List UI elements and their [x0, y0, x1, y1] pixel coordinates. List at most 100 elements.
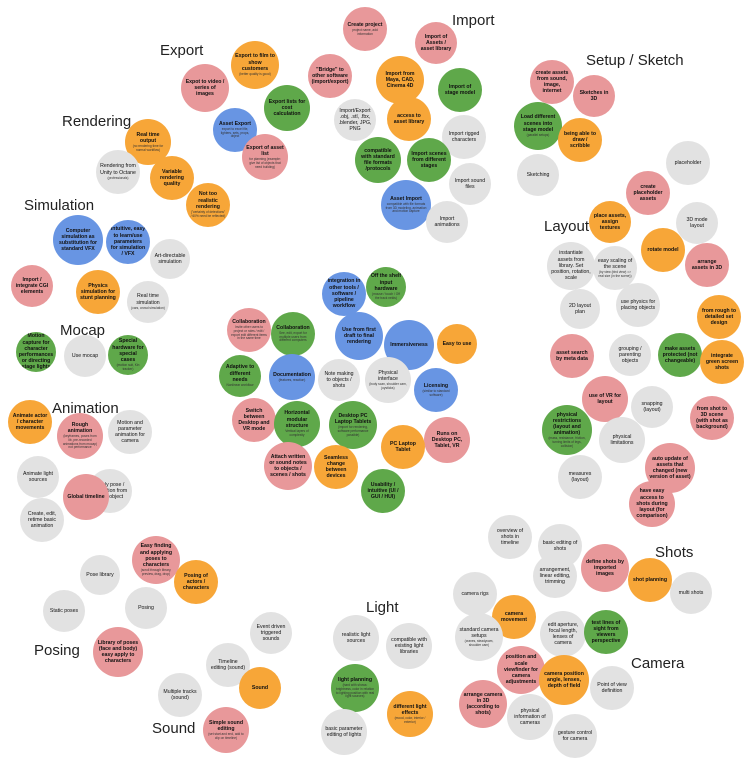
bubble-center-1[interactable]: Off the shelf input hardware(mouse / tou…: [366, 267, 406, 307]
bubble-layout-10[interactable]: from rough to detailed set design: [697, 295, 741, 339]
bubble-import-12[interactable]: Import animations: [426, 201, 468, 243]
bubble-layout-19[interactable]: physical limitations: [599, 417, 645, 463]
bubble-camera-10[interactable]: gesture control for camera: [553, 714, 597, 758]
bubble-sound-2[interactable]: Sound: [239, 667, 281, 709]
bubble-simulation-1[interactable]: Intuitive, easy to learn/use parameters …: [106, 220, 150, 264]
bubble-shots-2[interactable]: arrangement, linear editing, trimming: [533, 554, 577, 598]
bubble-posing-2[interactable]: Posing of actors / characters: [174, 560, 218, 604]
bubble-shots-0[interactable]: overview of shots in timeline: [488, 515, 532, 559]
bubble-export-0[interactable]: Export to film to show customers(better …: [231, 41, 279, 89]
bubble-import-5[interactable]: Import/Export .obj, .stl, .fbx, .blender…: [334, 99, 376, 141]
bubble-camera-0[interactable]: camera rigs: [453, 572, 497, 616]
bubble-mocap-2[interactable]: Special hardware for special cases(motio…: [108, 335, 148, 375]
bubble-light-3[interactable]: basic parameter editing of lights: [321, 709, 367, 755]
bubble-center-17[interactable]: Seamless change between devices: [314, 445, 358, 489]
bubble-import-10[interactable]: Import sound files: [449, 163, 491, 205]
bubble-camera-7[interactable]: Point of view definition: [590, 666, 634, 710]
bubble-sound-4[interactable]: Simple sound editing(set start and end, …: [203, 707, 249, 753]
bubble-animation-0[interactable]: Animate actor / character movements: [8, 400, 52, 444]
bubble-camera-3[interactable]: test lines of sight from viewers perspec…: [584, 610, 628, 654]
bubble-layout-4[interactable]: instantiate assets from library. Set pos…: [547, 242, 595, 290]
bubble-layout-5[interactable]: easy scaling of the scene(by view (bird …: [593, 246, 637, 290]
bubble-camera-6[interactable]: camera position angle, lenses, depth of …: [539, 655, 589, 705]
bubble-center-4[interactable]: Use from first draft to final rendering: [335, 312, 383, 360]
bubble-layout-6[interactable]: rotate model: [641, 228, 685, 272]
bubble-layout-21[interactable]: measures (layout): [558, 455, 602, 499]
bubble-rendering-1[interactable]: Rendering from Unity to Octane(professio…: [96, 150, 140, 194]
bubble-center-12[interactable]: Switch between Desktop and VR mode: [232, 398, 276, 442]
bubble-layout-1[interactable]: create placeholder assets: [626, 171, 670, 215]
bubble-layout-15[interactable]: use of VR for layout: [582, 376, 628, 422]
bubble-shots-4[interactable]: shot planning: [628, 558, 672, 602]
bubble-simulation-2[interactable]: Art-directable simulation: [150, 239, 190, 279]
bubble-layout-18[interactable]: physical restrictions (layout and animat…: [542, 405, 592, 455]
bubble-center-6[interactable]: Easy to use: [437, 324, 477, 364]
bubble-camera-4[interactable]: standard camera setups(cranes, steadycam…: [455, 613, 503, 661]
bubble-import-9[interactable]: Import scenes from different stages: [407, 138, 451, 182]
bubble-simulation-4[interactable]: Physics simulation for stunt planning: [76, 270, 120, 314]
bubble-sound-0[interactable]: Event driven triggered sounds: [250, 612, 292, 654]
bubble-mocap-1[interactable]: Use mocap: [64, 335, 106, 377]
bubble-camera-5[interactable]: position and scale viewfinder for camera…: [497, 646, 545, 694]
bubble-import-1[interactable]: Import of Assets / asset library: [415, 22, 457, 64]
bubble-camera-8[interactable]: arrange camera in 3D (according to shots…: [459, 680, 507, 728]
bubble-center-14[interactable]: Desktop PC Laptop Tablets(import for ren…: [329, 401, 377, 449]
bubble-center-16[interactable]: Attach written or sound notes to objects…: [264, 442, 312, 490]
bubble-import-8[interactable]: compatible with standard file formats /p…: [355, 137, 401, 183]
bubble-layout-0[interactable]: placeholder: [666, 141, 710, 185]
bubble-layout-13[interactable]: make assets protected (not changeable): [658, 333, 702, 377]
bubble-export-1[interactable]: Expot to video / series of images: [181, 64, 229, 112]
bubble-layout-11[interactable]: asset search by meta data: [550, 334, 594, 378]
bubble-layout-12[interactable]: grouping / parenting objects: [609, 334, 651, 376]
bubble-light-4[interactable]: different light effects(mood, color, int…: [387, 691, 433, 737]
bubble-layout-16[interactable]: snapping (layout): [631, 386, 673, 428]
bubble-center-8[interactable]: Documentation(features, reaction): [269, 354, 315, 400]
bubble-camera-2[interactable]: edit aperture, focal length, lenses of c…: [540, 611, 586, 657]
bubble-layout-17[interactable]: from shot to 3D scene (with shot as back…: [690, 396, 734, 440]
bubble-posing-0[interactable]: Easy finding and applying poses to chara…: [132, 536, 180, 584]
bubble-animation-1[interactable]: Rough animation(keyframes, poses from li…: [57, 413, 103, 459]
bubble-posing-1[interactable]: Pose library: [80, 555, 120, 595]
bubble-center-15[interactable]: Runs on Desktop PC, Tablet, VR: [424, 417, 470, 463]
bubble-light-1[interactable]: compatible with existing light libraries: [386, 623, 432, 669]
bubble-light-2[interactable]: light planning(hard with shows: brightne…: [331, 664, 379, 712]
bubble-export-2[interactable]: Export lists for cost calculation: [264, 85, 310, 131]
bubble-rendering-2[interactable]: Variable rendering quality: [150, 156, 194, 200]
bubble-layout-2[interactable]: place assets, assign textures: [589, 201, 631, 243]
bubble-camera-9[interactable]: physical information of cameras: [507, 694, 553, 740]
bubble-layout-14[interactable]: integrate green screen shots: [700, 340, 744, 384]
bubble-center-0[interactable]: Integration in other tools / software / …: [322, 272, 366, 316]
bubble-center-10[interactable]: Physical interface(body scan, shoulder c…: [365, 357, 411, 403]
bubble-simulation-5[interactable]: Real time simulation(cars, crowd simulat…: [127, 281, 169, 323]
bubble-layout-3[interactable]: 3D mode layout: [676, 202, 718, 244]
bubble-animation-3[interactable]: Animate light sources: [17, 456, 59, 498]
bubble-layout-8[interactable]: 2D layout plan: [560, 289, 600, 329]
bubble-layout-9[interactable]: use physics for placing objects: [616, 283, 660, 327]
bubble-rendering-3[interactable]: Not too realistic rendering("certainty o…: [186, 183, 230, 227]
bubble-layout-7[interactable]: arrange assets in 3D: [685, 243, 729, 287]
bubble-posing-5[interactable]: Library of poses (face and body) easy ap…: [93, 627, 143, 677]
bubble-shots-5[interactable]: multi shots: [670, 572, 712, 614]
bubble-animation-6[interactable]: Create, edit, retime basic animation: [20, 498, 64, 542]
bubble-import-3[interactable]: Import from Maya, CAD, Cinema 4D: [376, 56, 424, 104]
bubble-posing-4[interactable]: Posing: [125, 587, 167, 629]
bubble-light-0[interactable]: realistic light sources: [333, 615, 379, 661]
bubble-center-9[interactable]: Note making to objects / shots: [318, 359, 360, 401]
bubble-setup-3[interactable]: being able to draw / scribble: [558, 118, 602, 162]
bubble-setup-0[interactable]: create assets from sound, image, interne…: [530, 60, 574, 104]
bubble-sound-3[interactable]: Multiple tracks (sound): [158, 673, 202, 717]
bubble-posing-3[interactable]: Static poses: [43, 590, 85, 632]
bubble-mocap-0[interactable]: Motion capture for character performance…: [16, 332, 56, 372]
bubble-animation-5[interactable]: Global timeline: [63, 474, 109, 520]
bubble-setup-4[interactable]: Sketching: [517, 154, 559, 196]
bubble-layout-22[interactable]: have easy access to shots during layout …: [629, 481, 675, 527]
bubble-import-4[interactable]: Import of stage model: [438, 68, 482, 112]
bubble-shots-3[interactable]: define shots by imported images: [581, 544, 629, 592]
